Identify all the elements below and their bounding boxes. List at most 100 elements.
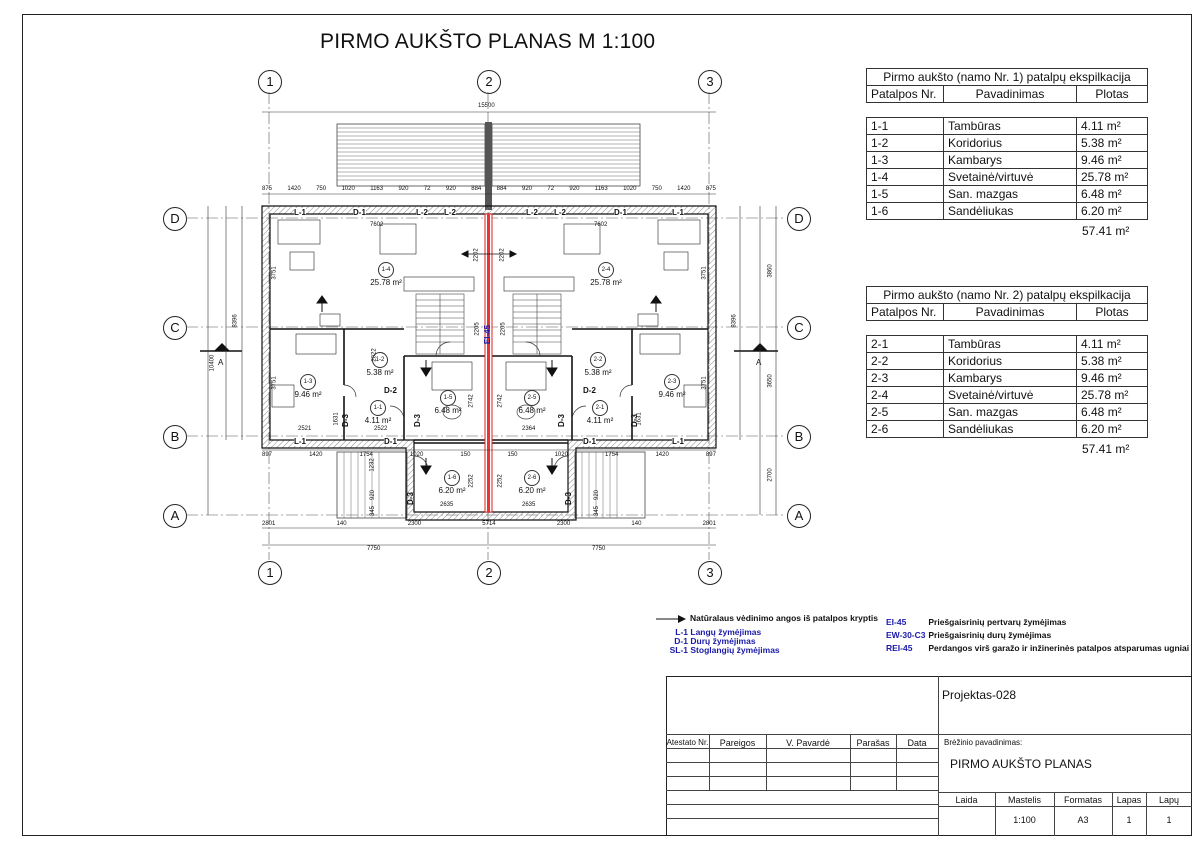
dim-top-item: 1163 xyxy=(594,186,608,192)
tag-door: D-3 xyxy=(556,414,566,427)
cell-area: 6.48 m² xyxy=(1076,403,1148,421)
col-header: Pavadinimas xyxy=(943,85,1077,103)
room-number: 1-4 xyxy=(378,262,394,278)
room-label-1-2: 1-2 5.38 m² xyxy=(362,352,398,377)
dim-top-item: 750 xyxy=(316,186,327,192)
legend-text: Priešgaisrinių pertvarų žymėjimas xyxy=(928,617,1067,627)
room-area: 6.48 m² xyxy=(518,406,546,415)
col-header: Pavadinimas xyxy=(943,303,1077,321)
dim-right-3650: 3650 xyxy=(767,374,774,388)
entrance-decking xyxy=(336,451,646,519)
tb-divider xyxy=(766,734,767,790)
section-label-left: A xyxy=(218,358,224,367)
tb-divider xyxy=(1146,792,1147,836)
dim-inner-3751-c: 3751 xyxy=(701,266,708,280)
room-label-1-6: 1-6 6.20 m² xyxy=(434,470,470,495)
dim-top-item: 920 xyxy=(398,186,409,192)
dim-inner-920-a: 920 xyxy=(370,489,377,501)
axis-col-1-bottom: 1 xyxy=(258,561,282,585)
dim-inner-2205-b: 2205 xyxy=(500,322,507,336)
dim-bottom-a-item: 1020 xyxy=(409,452,424,458)
tb-divider xyxy=(666,804,938,805)
room-label-1-4: 1-4 25.78 m² xyxy=(366,262,406,287)
col-header: Plotas xyxy=(1076,85,1148,103)
tb-col-header: Parašas xyxy=(856,738,890,748)
dim-bottom-a-item: 1420 xyxy=(655,452,669,458)
dim-bottom-a-item: 1754 xyxy=(359,452,373,458)
dim-inner-2202-a: 2202 xyxy=(473,248,480,262)
dim-bottom-a-item: 1420 xyxy=(309,452,323,458)
room-number: 2-5 xyxy=(524,390,540,406)
cell-name: Sandėliukas xyxy=(943,420,1077,438)
room-area: 9.46 m² xyxy=(658,390,686,399)
dim-inner-2635-a: 2635 xyxy=(440,502,454,508)
legend-code: D-1 xyxy=(674,636,688,646)
legend-text: Langų žymėjimas xyxy=(690,627,762,637)
dim-inner-2252-b: 2252 xyxy=(497,474,504,488)
tag-window: L-2 xyxy=(416,208,428,217)
cell-area: 4.11 m² xyxy=(1076,117,1148,135)
cell-name: Kambarys xyxy=(943,151,1077,169)
tb-info-label: Formatas xyxy=(1063,795,1102,805)
explication-table-2: Pirmo aukšto (namo Nr. 2) patalpų ekspil… xyxy=(866,286,1148,438)
cell-id: 2-5 xyxy=(866,403,944,421)
dim-inner-2742-a: 2742 xyxy=(468,394,475,408)
col-header: Plotas xyxy=(1076,303,1148,321)
legend-text: Durų žymėjimas xyxy=(690,636,756,646)
tb-col-header: Atestato Nr. xyxy=(666,738,709,747)
cell-area: 6.20 m² xyxy=(1076,420,1148,438)
legend-code: REI-45 xyxy=(886,643,913,653)
room-area: 9.46 m² xyxy=(294,390,322,399)
axis-col-2-top: 2 xyxy=(477,70,501,94)
legend-text: Stoglangių žymėjimas xyxy=(690,645,780,655)
dim-bottom-b-item: 2300 xyxy=(556,521,571,527)
room-label-2-3: 2-3 9.46 m² xyxy=(654,374,690,399)
axis-col-3-bottom: 3 xyxy=(698,561,722,585)
tb-divider xyxy=(666,748,938,749)
dim-left-8396: 8396 xyxy=(232,314,239,328)
legend-code: L-1 xyxy=(675,627,688,637)
drawing-title: PIRMO AUKŠTO PLANAS M 1:100 xyxy=(320,30,656,53)
axis-row-d-right: D xyxy=(787,207,811,231)
tb-divider xyxy=(666,734,1192,735)
dim-overall: 15500 xyxy=(478,103,495,109)
cell-id: 1-5 xyxy=(866,185,944,203)
dim-bottom-a-item: 1754 xyxy=(605,452,619,458)
dim-inner-2742-b: 2742 xyxy=(497,394,504,408)
firewall-label: EI-45 xyxy=(483,324,493,345)
tag-door: D-2 xyxy=(583,386,596,395)
room-area: 6.20 m² xyxy=(438,486,466,495)
explication-title: Pirmo aukšto (namo Nr. 2) patalpų ekspil… xyxy=(866,286,1148,304)
dim-top-item: 750 xyxy=(651,186,662,192)
tb-divider xyxy=(1112,792,1113,836)
dim-inner-345-a: 345 xyxy=(370,505,377,517)
legend-code: SL-1 xyxy=(669,645,688,655)
dim-top-item: 72 xyxy=(423,186,431,192)
cell-name: San. mazgas xyxy=(943,403,1077,421)
dim-bottom-c-left: 7750 xyxy=(367,546,381,552)
tag-door: D-1 xyxy=(583,437,596,446)
tb-info-label: Laida xyxy=(955,795,978,805)
tb-info-value: 1 xyxy=(1166,815,1172,825)
dim-top-item: 1020 xyxy=(341,186,355,192)
room-number: 2-1 xyxy=(592,400,608,416)
legend-text: Perdangos virš garažo ir inžinerinės pat… xyxy=(928,643,1190,653)
room-number: 2-6 xyxy=(524,470,540,486)
cell-name: Koridorius xyxy=(943,352,1077,370)
tb-info-label: Lapas xyxy=(1116,795,1142,805)
tb-divider xyxy=(666,762,938,763)
room-label-1-3: 1-3 9.46 m² xyxy=(290,374,326,399)
dim-inner-2635-b: 2635 xyxy=(522,502,536,508)
cell-id: 2-2 xyxy=(866,352,944,370)
dim-bottom-a-item: 1020 xyxy=(554,452,568,458)
dim-top-item: 1420 xyxy=(677,186,691,192)
legend-right: EI-45 Priešgaisrinių pertvarų žymėjimas … xyxy=(886,616,1189,655)
